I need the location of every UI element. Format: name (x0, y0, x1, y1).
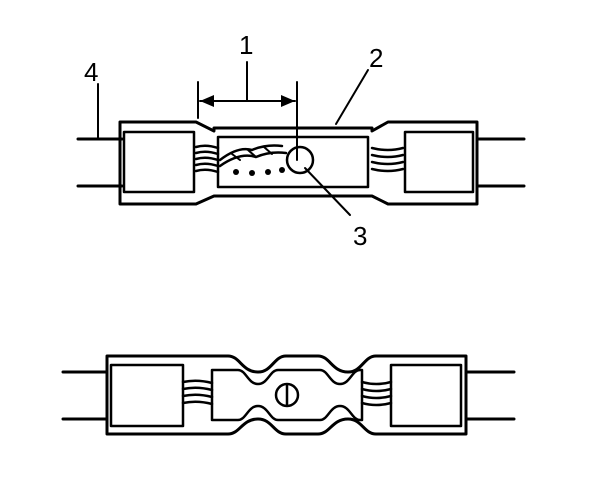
left-insulation-inner (122, 130, 196, 194)
callout-4: 4 (84, 57, 98, 87)
crimped-sleeve (105, 354, 468, 436)
left-wire (76, 137, 124, 188)
left-strands (194, 144, 220, 174)
callout-3: 3 (353, 221, 367, 251)
right-wire-crimped (464, 370, 516, 421)
left-strands-crimped (181, 379, 214, 406)
right-wire (475, 137, 526, 188)
crimped-barrel (210, 368, 364, 422)
right-insulation-inner (403, 130, 475, 194)
inspection-hole (285, 145, 315, 175)
right-insulation-inner-crimped (389, 363, 463, 428)
splice-after-crimp (61, 354, 516, 436)
inserted-strands (218, 144, 288, 176)
metal-barrel (216, 135, 370, 189)
hole-leader (304, 167, 351, 216)
splice-sleeve (118, 120, 479, 206)
right-strands-crimped (360, 380, 393, 407)
callout-2: 2 (369, 43, 383, 73)
left-wire-crimped (61, 370, 109, 421)
callout-1: 1 (239, 30, 253, 60)
splice-before-crimp: 1 2 3 4 (76, 30, 526, 251)
sleeve-leader (335, 69, 369, 125)
left-insulation-inner-crimped (109, 363, 185, 428)
strip-length-dimension (197, 61, 298, 161)
right-strands (370, 146, 405, 173)
